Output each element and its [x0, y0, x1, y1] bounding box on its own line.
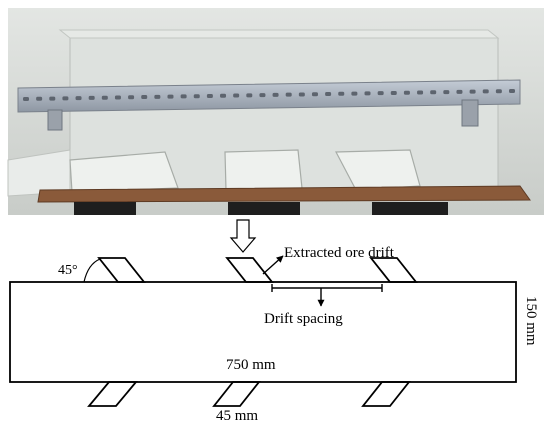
- rail-hole: [482, 89, 489, 94]
- rail-hole: [285, 92, 292, 97]
- angle-arc: [83, 258, 101, 283]
- rail-clamp-left: [47, 109, 63, 131]
- model-block-middle: [224, 149, 303, 191]
- rail-hole: [417, 90, 424, 95]
- rail-hole: [403, 90, 410, 95]
- top-drift-middle: [225, 257, 274, 283]
- model-photo: [7, 8, 544, 215]
- rail-hole: [325, 92, 332, 97]
- rail-hole: [351, 91, 358, 96]
- height-label: 150 mm: [523, 296, 539, 346]
- schematic-diagram: [9, 219, 517, 407]
- rail-hole: [338, 91, 345, 96]
- stand-left: [74, 202, 136, 215]
- rail-hole: [206, 93, 213, 98]
- rail-hole: [49, 96, 56, 101]
- bottom-drift-right: [361, 381, 411, 407]
- rail-hole: [141, 95, 148, 100]
- model-block-right: [335, 149, 421, 191]
- top-drift-left: [97, 257, 146, 283]
- drift-width-label: 45 mm: [216, 408, 258, 424]
- rail-hole: [88, 95, 95, 100]
- rail-hole: [495, 89, 502, 94]
- rail-hole: [23, 97, 29, 101]
- rail-hole: [101, 95, 108, 100]
- rail-hole: [62, 96, 69, 101]
- rail-hole: [233, 93, 240, 98]
- rail-hole: [167, 94, 174, 99]
- perforated-rail: [17, 79, 521, 113]
- rail-hole: [377, 91, 384, 96]
- stand-middle: [228, 202, 300, 215]
- top-drift-right: [369, 257, 418, 283]
- rail-hole: [128, 95, 135, 100]
- angle-label: 45°: [58, 263, 78, 278]
- rail-hole: [456, 89, 463, 94]
- rail-hole: [364, 91, 371, 96]
- rail-clamp-right: [461, 99, 479, 127]
- rail-hole: [469, 89, 476, 94]
- rail-hole: [509, 89, 515, 93]
- bottom-drift-middle: [212, 381, 261, 407]
- extracted-drift-label: Extracted ore drift: [284, 245, 395, 261]
- rail-hole: [180, 94, 187, 99]
- table-top: [37, 185, 531, 203]
- rail-holes: [23, 89, 515, 101]
- bottom-drift-left: [87, 381, 138, 407]
- rail-hole: [220, 93, 227, 98]
- rail-hole: [193, 94, 200, 99]
- rail-hole: [430, 90, 437, 95]
- rail-hole: [75, 96, 82, 101]
- rail-hole: [443, 90, 450, 95]
- rail-hole: [272, 92, 279, 97]
- drift-spacing-label: Drift spacing: [264, 311, 343, 327]
- length-label: 750 mm: [226, 357, 276, 373]
- rail-hole: [154, 94, 161, 99]
- rail-hole: [259, 93, 266, 98]
- stand-right: [372, 202, 448, 215]
- rail-hole: [298, 92, 305, 97]
- extracted-drift-arrow: [262, 255, 284, 275]
- rail-hole: [114, 95, 121, 100]
- model-block-left: [69, 151, 179, 193]
- acrylic-box-top: [58, 29, 500, 39]
- rail-hole: [311, 92, 318, 97]
- rail-hole: [36, 96, 43, 101]
- rail-hole: [246, 93, 253, 98]
- hollow-down-arrow: [229, 219, 257, 253]
- rail-hole: [390, 90, 397, 95]
